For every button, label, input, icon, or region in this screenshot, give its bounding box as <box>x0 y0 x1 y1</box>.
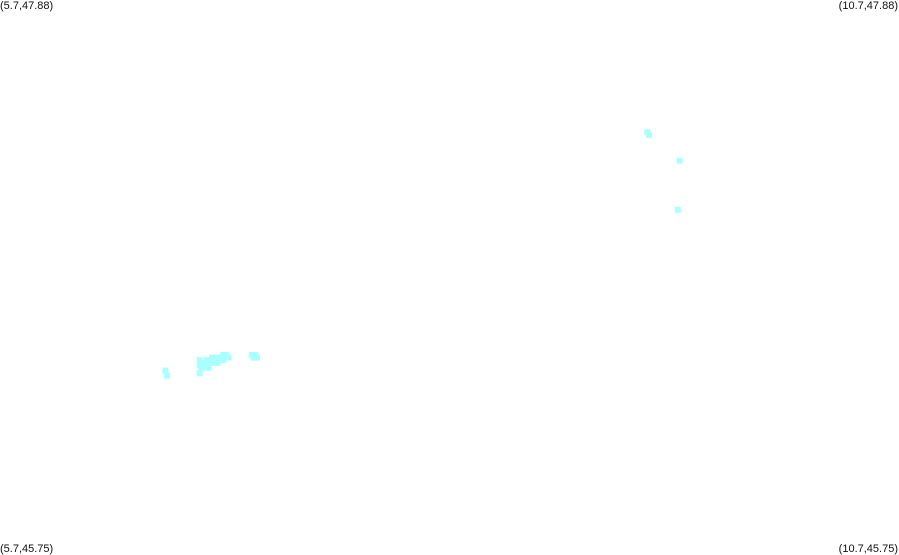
data-point-31 <box>676 157 683 164</box>
data-point-22 <box>214 354 221 361</box>
data-point-27 <box>254 354 261 361</box>
data-point-30 <box>646 131 653 138</box>
data-point-8 <box>205 365 212 371</box>
data-point-19 <box>225 354 232 361</box>
corner-label-bottom-right: (10.7,45.75) <box>838 543 898 555</box>
data-point-3 <box>196 357 203 364</box>
data-point-23 <box>220 352 226 358</box>
data-point-1 <box>164 372 171 379</box>
corner-label-top-right: (10.7,47.88) <box>838 0 898 12</box>
data-point-32 <box>674 206 681 213</box>
data-point-28 <box>196 370 203 377</box>
corner-label-bottom-left: (5.7,45.75) <box>0 543 54 555</box>
data-point-0 <box>162 367 169 374</box>
data-point-4 <box>198 365 205 371</box>
corner-label-top-left: (5.7,47.88) <box>0 0 54 12</box>
data-point-21 <box>209 354 216 361</box>
data-point-20 <box>203 357 210 364</box>
